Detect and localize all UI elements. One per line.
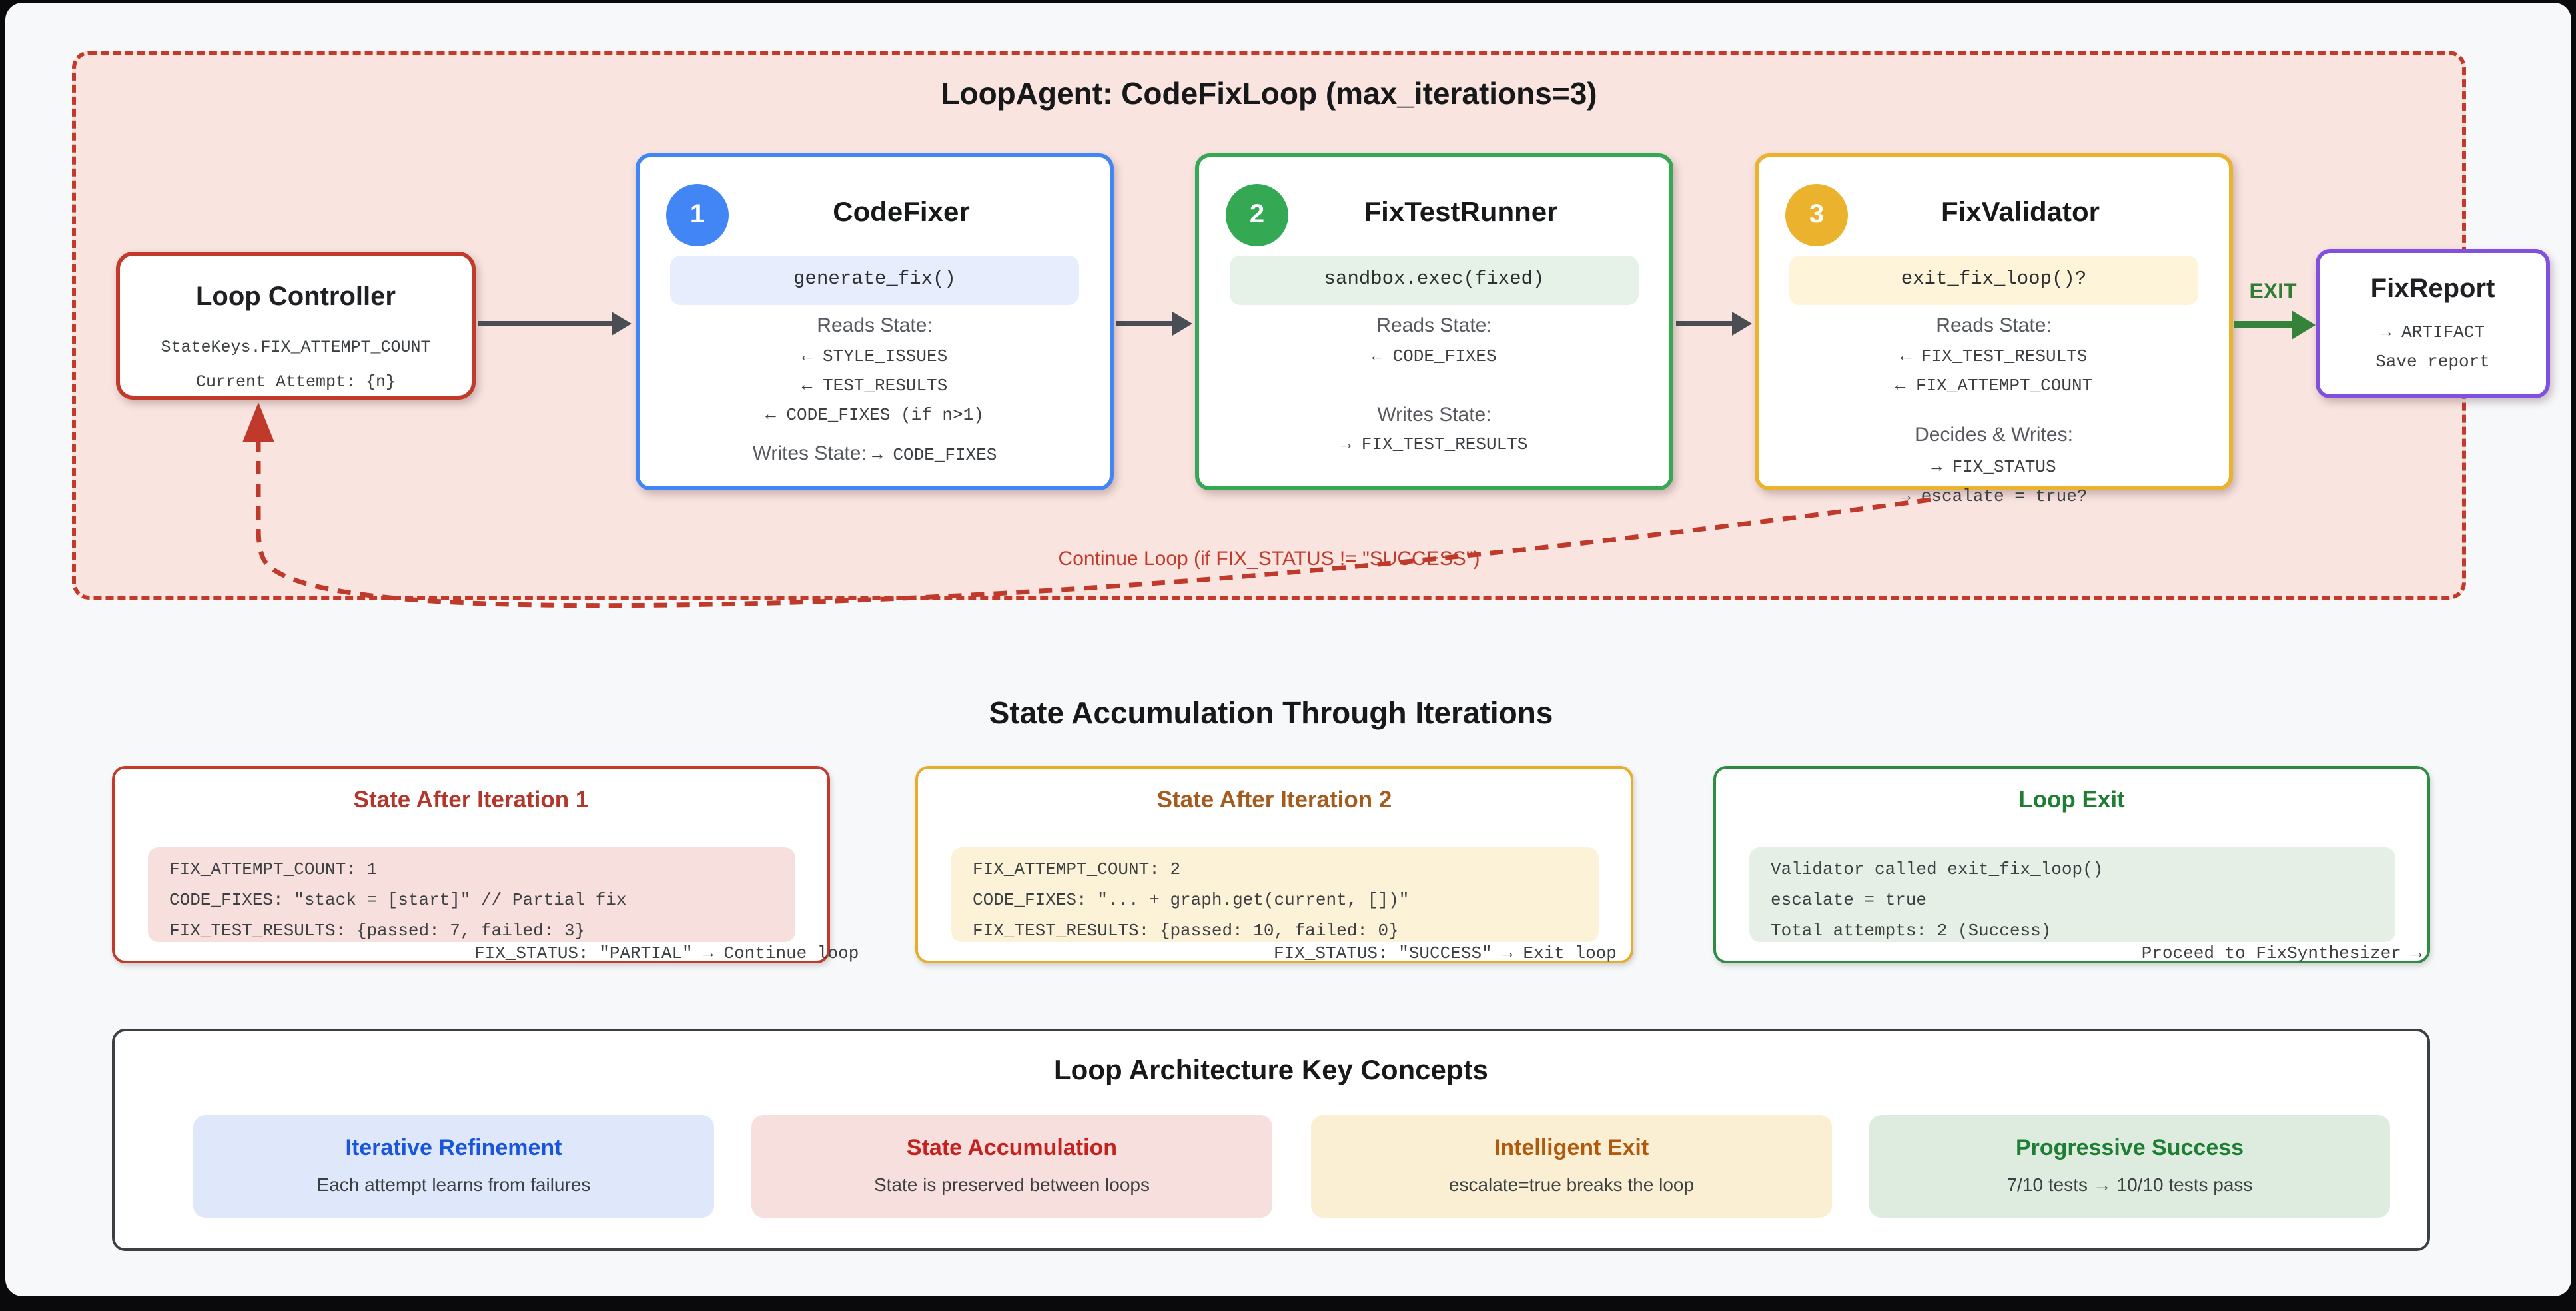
state-code-line: FIX_ATTEMPT_COUNT: 2 (973, 859, 1181, 879)
concept-title: Iterative Refinement (345, 1135, 562, 1160)
state-box-title: State After Iteration 1 (353, 786, 589, 813)
state-code-line: CODE_FIXES: "stack = [start]" // Partial… (169, 890, 627, 910)
reads-line: ← TEST_RESULTS (801, 376, 948, 396)
concept-card-state-accumulation: State Accumulation State is preserved be… (751, 1115, 1272, 1218)
writes-line: → FIX_STATUS (1931, 457, 2056, 477)
state-code-block: Validator called exit_fix_loop() escalat… (1749, 847, 2395, 942)
state-code-line: FIX_ATTEMPT_COUNT: 1 (169, 859, 378, 879)
state-section-title: State Accumulation Through Iterations (989, 695, 1553, 730)
reads-line: ← FIX_TEST_RESULTS (1900, 346, 2088, 366)
concept-subtitle: 7/10 tests → 10/10 tests pass (2006, 1174, 2253, 1195)
state-code-line: FIX_TEST_RESULTS: {passed: 10, failed: 0… (973, 921, 1399, 941)
state-status-line: FIX_STATUS: "PARTIAL" → Continue loop (474, 943, 859, 963)
concept-card-intelligent-exit: Intelligent Exit escalate=true breaks th… (1311, 1115, 1832, 1218)
fixreport-node: FixReport → ARTIFACT Save report (2316, 249, 2550, 398)
concept-title: Progressive Success (2015, 1135, 2244, 1160)
concept-title: State Accumulation (906, 1135, 1118, 1160)
agent-card-codefixer: 1 CodeFixer generate_fix() Reads State: … (636, 153, 1114, 490)
concept-subtitle: State is preserved between loops (873, 1174, 1150, 1195)
reads-heading: Reads State: (1376, 314, 1492, 337)
agent-title: CodeFixer (833, 197, 970, 228)
agent-code-pill: sandbox.exec(fixed) (1230, 256, 1639, 305)
arrow-controller-to-codefixer (478, 321, 612, 326)
loop-controller-line: Current Attempt: {n} (195, 373, 396, 392)
concepts-container: Loop Architecture Key Concepts Iterative… (112, 1029, 2430, 1251)
writes-label: Writes State: (752, 442, 867, 465)
reads-line: ← CODE_FIXES (1372, 346, 1497, 366)
state-code-block: FIX_ATTEMPT_COUNT: 2 CODE_FIXES: "... + … (951, 847, 1599, 942)
arrow-codefixer-to-testrunner (1116, 321, 1172, 326)
arrow-testrunner-to-validator (1676, 321, 1732, 326)
state-status-line: FIX_STATUS: "SUCCESS" → Exit loop (1274, 943, 1617, 963)
writes-line-overflow: → escalate = true? (1900, 486, 2088, 506)
concept-subtitle: escalate=true breaks the loop (1448, 1174, 1695, 1195)
writes-heading: Writes State: (1377, 404, 1492, 426)
concept-title: Intelligent Exit (1494, 1135, 1649, 1160)
state-code-block: FIX_ATTEMPT_COUNT: 1 CODE_FIXES: "stack … (148, 847, 795, 942)
writes-line: Writes State: → CODE_FIXES (640, 442, 1110, 465)
writes-line: → FIX_TEST_RESULTS (1340, 434, 1528, 454)
page-background: LoopAgent: CodeFixLoop (max_iterations=3… (5, 3, 2571, 1296)
concept-subtitle: Each attempt learns from failures (316, 1174, 591, 1195)
agent-card-fixvalidator: 3 FixValidator exit_fix_loop()? Reads St… (1755, 153, 2233, 506)
writes-code: → CODE_FIXES (872, 445, 997, 465)
reads-line: ← CODE_FIXES (if n>1) (765, 405, 984, 425)
state-code-line: CODE_FIXES: "... + graph.get(current, []… (973, 890, 1410, 910)
concept-card-progressive-success: Progressive Success 7/10 tests → 10/10 t… (1869, 1115, 2390, 1218)
state-code-line: Total attempts: 2 (Success) (1771, 921, 2052, 941)
state-code-line: Validator called exit_fix_loop() (1771, 859, 2104, 879)
exit-arrow (2234, 321, 2292, 328)
state-code-line: escalate = true (1771, 890, 1927, 910)
state-code-line: FIX_TEST_RESULTS: {passed: 7, failed: 3} (169, 921, 586, 941)
loop-container: LoopAgent: CodeFixLoop (max_iterations=3… (72, 51, 2550, 600)
loop-controller-title: Loop Controller (196, 282, 396, 312)
agent-title: FixValidator (1940, 197, 2100, 228)
reads-line: ← FIX_ATTEMPT_COUNT (1895, 376, 2093, 396)
step-badge-3: 3 (1785, 184, 1848, 246)
fixreport-title: FixReport (2370, 274, 2495, 304)
state-box-iteration-2: State After Iteration 2 FIX_ATTEMPT_COUN… (915, 766, 1633, 963)
state-box-title: Loop Exit (2018, 786, 2125, 813)
reads-line: ← STYLE_ISSUES (801, 346, 948, 366)
fixreport-line: Save report (2375, 352, 2490, 372)
agent-card-fixtestrunner: 2 FixTestRunner sandbox.exec(fixed) Read… (1195, 153, 1673, 490)
fixreport-line: → ARTIFACT (2380, 322, 2485, 342)
concept-card-iterative-refinement: Iterative Refinement Each attempt learns… (193, 1115, 714, 1218)
loop-controller-node: Loop Controller StateKeys.FIX_ATTEMPT_CO… (116, 252, 476, 400)
step-badge-2: 2 (1226, 184, 1288, 246)
state-status-line: Proceed to FixSynthesizer → (2141, 943, 2422, 963)
agent-code-pill: generate_fix() (670, 256, 1079, 305)
state-box-loop-exit: Loop Exit Validator called exit_fix_loop… (1713, 766, 2430, 963)
loop-title: LoopAgent: CodeFixLoop (max_iterations=3… (941, 76, 1597, 111)
step-badge-1: 1 (666, 184, 729, 246)
state-box-title: State After Iteration 2 (1156, 786, 1392, 813)
exit-label: EXIT (2249, 281, 2297, 304)
concepts-title: Loop Architecture Key Concepts (1054, 1055, 1488, 1086)
continue-loop-label: Continue Loop (if FIX_STATUS != "SUCCESS… (1058, 548, 1480, 570)
loop-controller-line: StateKeys.FIX_ATTEMPT_COUNT (161, 338, 431, 357)
reads-heading: Reads State: (817, 314, 933, 337)
agent-title: FixTestRunner (1364, 197, 1558, 228)
writes-heading: Decides & Writes: (1915, 424, 2073, 446)
agent-code-pill: exit_fix_loop()? (1789, 256, 2198, 305)
state-box-iteration-1: State After Iteration 1 FIX_ATTEMPT_COUN… (112, 766, 859, 963)
reads-heading: Reads State: (1936, 314, 2052, 337)
